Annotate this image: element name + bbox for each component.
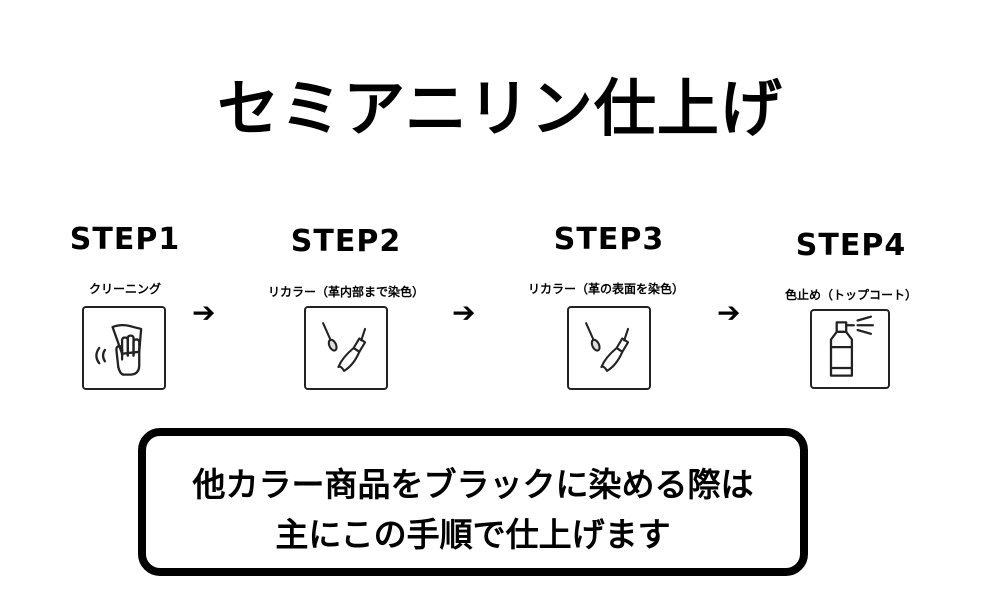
step3-label: STEP3	[553, 222, 665, 257]
brush-tools-icon	[567, 306, 651, 390]
arrow-right-icon: ➔	[452, 296, 476, 329]
arrow-right-icon: ➔	[192, 296, 216, 329]
step1-description: クリーニング	[88, 282, 161, 296]
step2-label: STEP2	[290, 224, 402, 259]
step1-label: STEP1	[69, 222, 181, 257]
cleaning-hand-icon	[82, 306, 166, 390]
spray-can-icon	[810, 309, 890, 389]
brush-tools-icon	[304, 306, 388, 390]
step2-description: リカラー（革内部まで染色）	[267, 285, 424, 299]
note-line-2: 主にこの手順で仕上げます	[275, 515, 671, 554]
step3-description: リカラー（革の表面を染色）	[527, 282, 684, 296]
note-box: 他カラー商品をブラックに染める際は 主にこの手順で仕上げます	[138, 428, 808, 576]
step4-label: STEP4	[795, 228, 907, 263]
step4-description: 色止め（トップコート）	[784, 288, 917, 302]
arrow-right-icon: ➔	[717, 296, 741, 329]
page-title: セミアニリン仕上げ	[217, 72, 783, 145]
note-line-1: 他カラー商品をブラックに染める際は	[192, 465, 754, 504]
